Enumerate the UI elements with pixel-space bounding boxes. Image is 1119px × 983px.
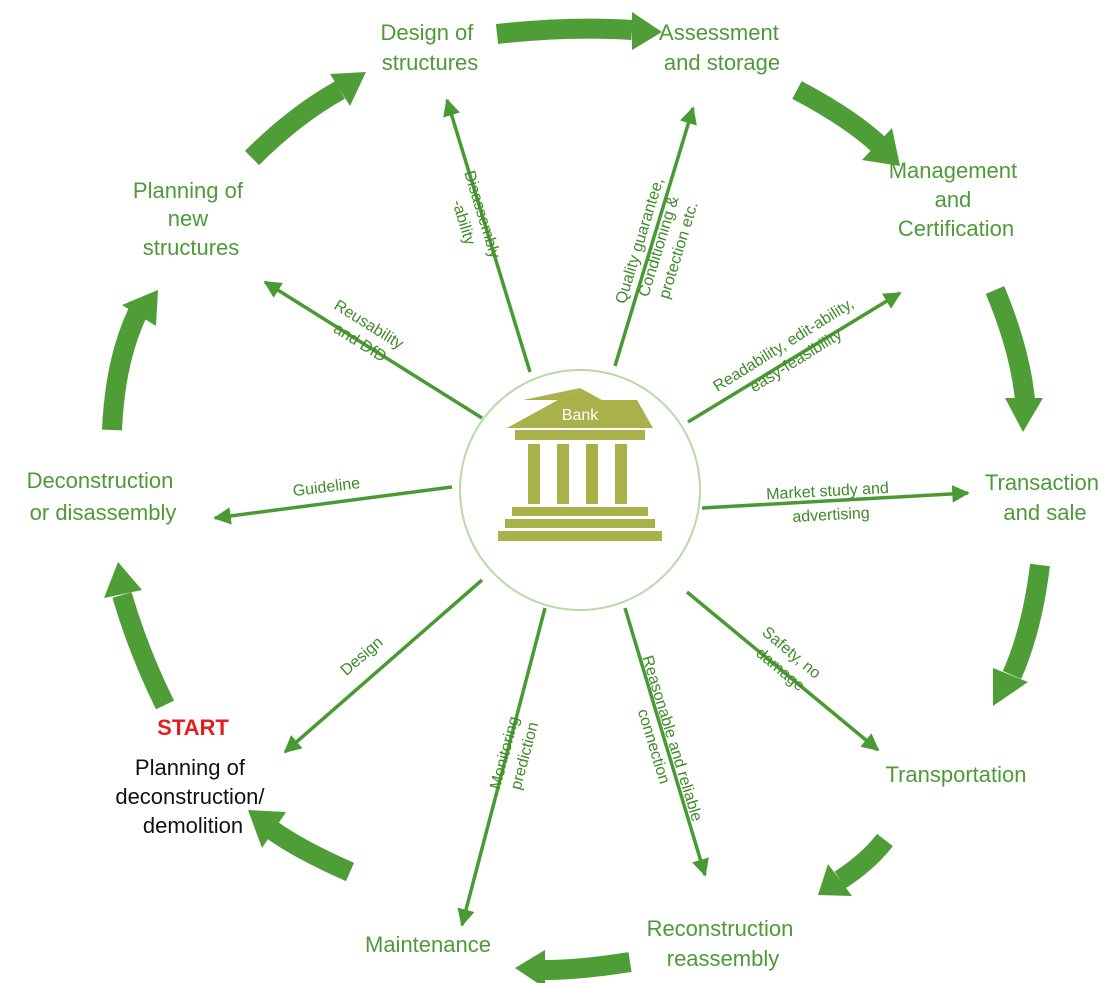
cycle-arrow-planning-to-deconstruction-shaft	[112, 592, 174, 710]
spoke-label-monitoring: Monitoring prediction	[487, 710, 543, 796]
spoke-label-quality: Quality guarantee, Conditioning & protec…	[613, 172, 707, 318]
spoke-label-disassembly: Disassembly -ability	[441, 169, 504, 271]
start-label: START	[157, 715, 229, 740]
bank-label: Bank	[562, 407, 599, 424]
bank-icon	[498, 388, 662, 541]
cycle-arrow-management-to-transaction-shaft	[985, 286, 1035, 402]
node-maintenance: Maintenance	[365, 932, 491, 957]
spoke-arrow-guideline	[213, 485, 453, 525]
spoke-label-reusability: Reusability and DfD	[320, 297, 410, 372]
cycle-arrow-transportation-to-reconstruction-head	[818, 864, 852, 896]
spoke-arrow-disassembly	[443, 98, 532, 373]
cycle-arrow-newplanning-to-structures	[244, 72, 366, 166]
cycle-arrow-deconstruction-to-newplanning-head	[122, 290, 158, 326]
cycle-arrow-deconstruction-to-newplanning	[102, 290, 158, 431]
spoke-arrow-monitoring	[457, 607, 547, 927]
cycle-arrow-transportation-to-reconstruction	[818, 833, 893, 896]
node-deconstruction-or-disassembly: Deconstruction or disassembly	[27, 468, 180, 525]
cycle-arrow-maintenance-to-planning-shaft	[266, 821, 355, 882]
spoke-label-reasonable: Reasonable and reliable connection	[619, 654, 706, 834]
cycle-arrow-maintenance-to-planning-head	[248, 810, 286, 848]
node-planning-of-new-structures: Planning of new structures	[133, 178, 249, 260]
bank-hub: Bank	[459, 369, 701, 611]
cycle-arrow-structures-to-assessment-head	[632, 12, 662, 50]
spoke-arrow-safety	[685, 590, 880, 752]
cycle-arrow-planning-to-deconstruction-head	[104, 562, 142, 598]
spoke-arrows	[213, 98, 970, 927]
cycle-arrow-management-to-transaction-head	[1005, 398, 1043, 432]
cycle-arrow-transaction-to-transportation-shaft	[1002, 563, 1050, 680]
spoke-arrow-design	[283, 578, 484, 754]
spoke-arrow-reusability	[263, 280, 483, 420]
cycle-arrow-newplanning-to-structures-shaft	[244, 81, 345, 166]
cycle-arrow-transaction-to-transportation	[993, 563, 1050, 706]
cycle-arrow-assessment-to-management-head	[862, 128, 900, 166]
node-design-of-structures: Design of structures	[380, 20, 479, 75]
cycle-arrows	[102, 12, 1050, 983]
node-transaction-and-sale: Transaction and sale	[985, 470, 1105, 525]
spoke-arrow-readability	[687, 291, 902, 424]
cycle-arrow-maintenance-to-planning	[248, 810, 355, 882]
node-transportation: Transportation	[885, 762, 1026, 787]
cycle-arrow-reconstruction-to-maintenance-shaft	[544, 952, 632, 980]
cycle-arrow-planning-to-deconstruction	[104, 562, 174, 710]
spoke-arrow-quality	[613, 106, 697, 367]
cycle-arrow-structures-to-assessment	[495, 12, 662, 50]
cycle-arrow-structures-to-assessment-shaft	[495, 18, 633, 44]
spoke-label-safety: Safety, no damage	[746, 624, 827, 701]
cycle-arrow-deconstruction-to-newplanning-shaft	[102, 307, 148, 431]
node-reconstruction-reassembly: Reconstruction reassembly	[647, 916, 800, 971]
node-management-and-certification: Management and Certification	[889, 158, 1024, 241]
node-assessment-and-storage: Assessment and storage	[659, 20, 785, 75]
spoke-arrow-reasonable	[623, 607, 709, 877]
cycle-nodes: Design of structures Assessment and stor…	[27, 20, 1105, 971]
cycle-arrow-management-to-transaction	[985, 286, 1043, 432]
spoke-label-guideline: Guideline	[292, 475, 361, 500]
cycle-arrow-reconstruction-to-maintenance	[515, 950, 632, 983]
cycle-arrow-assessment-to-management-shaft	[792, 81, 885, 152]
spoke-label-design: Design	[338, 634, 387, 680]
cycle-arrow-newplanning-to-structures-head	[330, 72, 366, 106]
cycle-arrow-assessment-to-management	[792, 81, 900, 166]
cycle-arrow-transportation-to-reconstruction-shaft	[834, 833, 893, 889]
spoke-arrow-market	[701, 485, 970, 510]
cycle-arrow-transaction-to-transportation-head	[993, 668, 1028, 706]
spoke-label-market: Market study and advertising	[766, 480, 895, 528]
node-planning-of-deconstruction: Planning of deconstruction/ demolition	[115, 755, 270, 838]
cycle-arrow-reconstruction-to-maintenance-head	[515, 950, 545, 983]
